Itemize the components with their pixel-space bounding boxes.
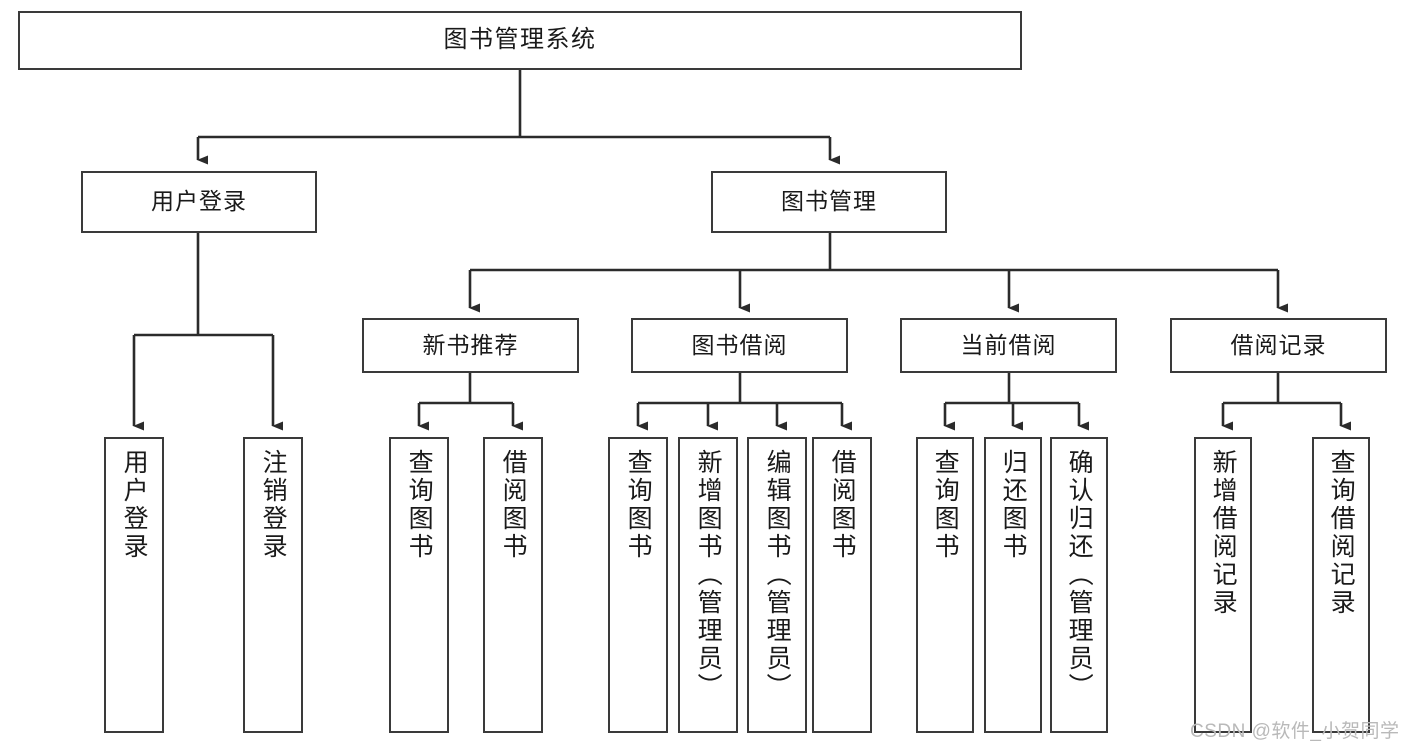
node-borrow-record[interactable]: 借阅记录 xyxy=(1170,318,1387,373)
node-leaf-logout-login[interactable]: 注销登录 xyxy=(243,437,303,733)
node-leaf-user-login[interactable]: 用户登录 xyxy=(104,437,164,733)
node-leaf-query-book-3-label: 查询图书 xyxy=(931,449,960,561)
node-leaf-query-record-label: 查询借阅记录 xyxy=(1327,449,1356,617)
node-new-book-recommend[interactable]: 新书推荐 xyxy=(362,318,579,373)
node-leaf-borrow-book-1[interactable]: 借阅图书 xyxy=(483,437,543,733)
node-leaf-query-record[interactable]: 查询借阅记录 xyxy=(1312,437,1370,733)
node-leaf-query-book-1-label: 查询图书 xyxy=(405,449,434,561)
node-leaf-edit-book[interactable]: 编辑图书（管理员） xyxy=(747,437,807,733)
node-book-manage[interactable]: 图书管理 xyxy=(711,171,947,233)
node-leaf-return-book[interactable]: 归还图书 xyxy=(984,437,1042,733)
node-leaf-confirm-return-label: 确认归还（管理员） xyxy=(1065,449,1094,701)
node-book-borrow-label: 图书借阅 xyxy=(691,331,788,358)
node-leaf-confirm-return[interactable]: 确认归还（管理员） xyxy=(1050,437,1108,733)
node-current-borrow[interactable]: 当前借阅 xyxy=(900,318,1117,373)
node-leaf-borrow-book-2-label: 借阅图书 xyxy=(828,449,857,561)
node-leaf-add-book[interactable]: 新增图书（管理员） xyxy=(678,437,738,733)
node-leaf-edit-book-label: 编辑图书（管理员） xyxy=(763,449,792,701)
node-book-manage-label: 图书管理 xyxy=(781,188,877,215)
node-leaf-query-book-2-label: 查询图书 xyxy=(624,449,653,561)
node-leaf-add-book-label: 新增图书（管理员） xyxy=(694,449,723,701)
node-leaf-borrow-book-2[interactable]: 借阅图书 xyxy=(812,437,872,733)
node-user-login-label: 用户登录 xyxy=(151,188,247,215)
node-leaf-borrow-book-1-label: 借阅图书 xyxy=(499,449,528,561)
node-borrow-record-label: 借阅记录 xyxy=(1230,331,1327,358)
node-leaf-query-book-2[interactable]: 查询图书 xyxy=(608,437,668,733)
node-leaf-logout-login-label: 注销登录 xyxy=(259,449,288,561)
csdn-watermark: CSDN @软件_小贺同学 xyxy=(1190,721,1400,742)
node-root-label: 图书管理系统 xyxy=(443,26,597,54)
node-user-login[interactable]: 用户登录 xyxy=(81,171,317,233)
node-book-borrow[interactable]: 图书借阅 xyxy=(631,318,848,373)
node-leaf-query-book-1[interactable]: 查询图书 xyxy=(389,437,449,733)
node-root[interactable]: 图书管理系统 xyxy=(18,11,1022,70)
node-leaf-add-record[interactable]: 新增借阅记录 xyxy=(1194,437,1252,733)
node-leaf-return-book-label: 归还图书 xyxy=(999,449,1028,561)
node-leaf-query-book-3[interactable]: 查询图书 xyxy=(916,437,974,733)
node-current-borrow-label: 当前借阅 xyxy=(960,331,1057,358)
node-new-book-recommend-label: 新书推荐 xyxy=(422,331,519,358)
node-leaf-add-record-label: 新增借阅记录 xyxy=(1209,449,1238,617)
node-leaf-user-login-label: 用户登录 xyxy=(120,449,149,561)
